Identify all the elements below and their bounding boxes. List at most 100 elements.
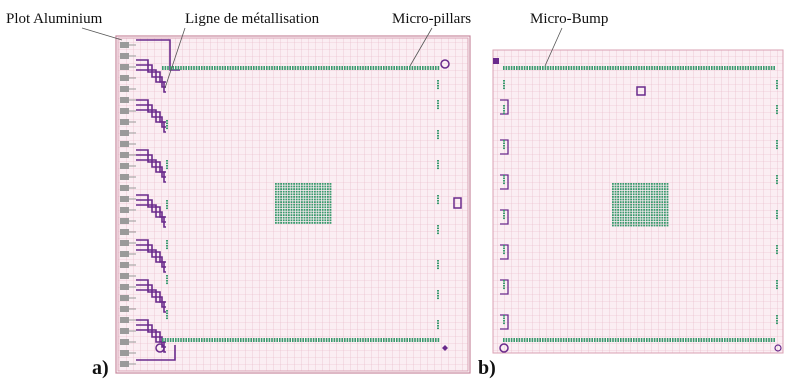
micro-pillar	[277, 219, 280, 222]
micro-pillar	[293, 185, 295, 188]
micro-pillar	[372, 338, 375, 342]
micro-bump	[521, 338, 523, 342]
micro-pillar	[201, 66, 203, 70]
micro-pillar	[263, 338, 265, 342]
micro-bump	[661, 219, 664, 222]
micro-bump	[594, 66, 596, 70]
micro-bump	[573, 338, 575, 342]
micro-bump	[648, 211, 651, 214]
micro-bump	[705, 338, 708, 342]
micro-bump	[716, 66, 718, 70]
micro-bump	[630, 206, 632, 209]
micro-pillar	[308, 190, 311, 193]
micro-pillar	[290, 206, 293, 209]
micro-bump	[619, 222, 622, 224]
micro-bump	[503, 110, 505, 112]
micro-bump	[648, 196, 651, 198]
micro-pillar	[301, 216, 303, 219]
micro-pillar	[166, 162, 168, 165]
micro-pillar	[311, 206, 314, 209]
micro-pillar	[288, 188, 290, 190]
micro-bump	[614, 222, 617, 224]
micro-pillar	[327, 222, 329, 224]
micro-bump	[617, 66, 619, 70]
micro-pillar	[324, 196, 327, 198]
micro-bump	[619, 183, 622, 185]
micro-bump	[648, 216, 651, 219]
micro-pillar	[314, 183, 316, 185]
micro-pillar	[293, 211, 295, 214]
micro-pillar	[306, 203, 308, 206]
micro-pillar	[166, 125, 168, 127]
micro-pillar	[303, 211, 306, 214]
metal-line	[136, 154, 166, 178]
micro-pillar	[306, 183, 308, 185]
micro-pillar	[216, 338, 219, 342]
micro-bump	[646, 66, 648, 70]
micro-bump	[612, 196, 614, 198]
micro-pillar	[308, 206, 311, 209]
micro-pillar	[385, 66, 388, 70]
micro-pillar	[253, 66, 255, 70]
micro-bump	[619, 188, 622, 190]
micro-bump	[612, 224, 614, 227]
micro-bump	[776, 142, 778, 145]
micro-bump	[640, 66, 643, 70]
micro-bump	[630, 338, 632, 342]
micro-bump	[625, 193, 627, 196]
micro-pillar	[301, 222, 303, 224]
micro-bump	[503, 210, 505, 212]
micro-pillar	[308, 214, 311, 216]
micro-bump	[705, 66, 708, 70]
micro-pillar	[280, 214, 282, 216]
micro-bump	[653, 224, 656, 227]
micro-bump	[633, 66, 635, 70]
micro-bump	[632, 214, 635, 216]
micro-pillar	[282, 203, 285, 206]
micro-pillar	[285, 216, 288, 219]
micro-pillar	[301, 188, 303, 190]
micro-pillar	[280, 198, 282, 201]
micro-pillar	[293, 203, 295, 206]
micro-bump	[656, 219, 658, 222]
micro-pillar	[280, 185, 282, 188]
micro-pillar	[341, 338, 343, 342]
micro-pillar	[351, 338, 354, 342]
micro-pillar	[166, 167, 168, 170]
micro-bump	[713, 66, 716, 70]
micro-pillar	[166, 205, 168, 207]
micro-bump	[661, 338, 664, 342]
micro-pillar	[308, 196, 311, 198]
micro-bump	[664, 190, 666, 193]
micro-pillar	[282, 183, 285, 185]
micro-bump	[627, 338, 630, 342]
micro-pillar	[282, 198, 285, 201]
micro-pillar	[285, 190, 288, 193]
micro-pillar	[437, 66, 440, 70]
micro-bump	[648, 66, 651, 70]
micro-bump	[612, 222, 614, 224]
micro-bump	[658, 203, 661, 206]
micro-pillar	[169, 338, 172, 342]
micro-bump	[645, 206, 648, 209]
micro-pillar	[211, 66, 213, 70]
micro-pillar	[227, 338, 229, 342]
micro-bump	[547, 338, 549, 342]
micro-pillar	[319, 196, 321, 198]
micro-pillar	[198, 66, 200, 70]
micro-pillar	[315, 66, 317, 70]
micro-bump	[583, 66, 586, 70]
micro-bump	[612, 214, 614, 216]
micro-pillar	[324, 211, 327, 214]
aluminium-pad	[120, 97, 129, 103]
micro-bump	[505, 338, 508, 342]
micro-bump	[612, 193, 614, 196]
micro-bump	[659, 338, 661, 342]
micro-bump	[619, 201, 622, 203]
micro-pillar	[298, 214, 301, 216]
micro-pillar	[285, 198, 288, 201]
micro-pillar	[275, 216, 277, 219]
micro-bump	[648, 183, 651, 185]
micro-pillar	[362, 338, 364, 342]
